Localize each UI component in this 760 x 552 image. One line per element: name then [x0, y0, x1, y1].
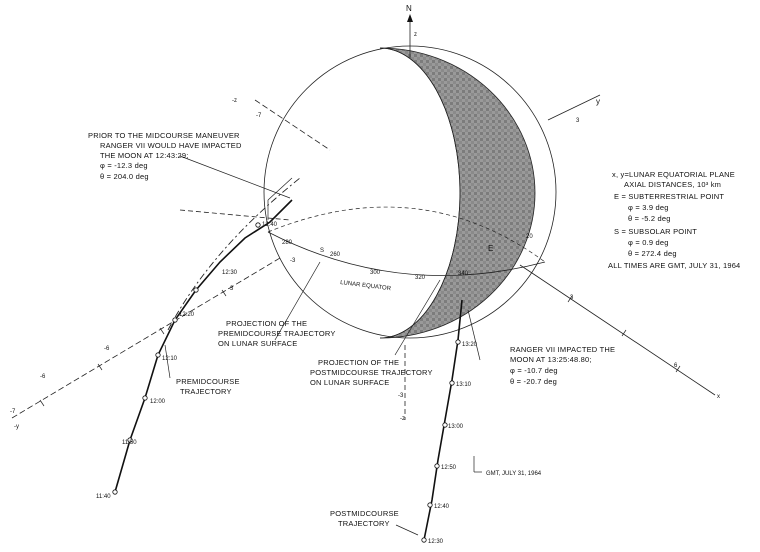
- x-tick-6: 6: [674, 363, 678, 369]
- note-projection-postmidcourse: PROJECTION OF THE POSTMIDCOURSE TRAJECTO…: [310, 358, 433, 387]
- lunar-equator-label: LUNAR EQUATOR: [340, 280, 392, 292]
- impact-theta: θ = -20.7 deg: [510, 377, 557, 386]
- legend-line-4: φ = 3.9 deg: [628, 203, 669, 212]
- impact-phi: φ = -10.7 deg: [510, 366, 558, 375]
- lunar-equator-front: [267, 231, 546, 276]
- y-axis-back: [254, 99, 331, 151]
- z-label: z: [414, 32, 417, 38]
- pre-time-1210: 12:10: [162, 356, 178, 362]
- subterrestrial-point-label: E: [488, 244, 493, 253]
- neg-z-label-bottom: -z: [400, 416, 405, 422]
- neg-z-tick-3: -3: [398, 393, 404, 399]
- legend-line-7: φ = 0.9 deg: [628, 238, 669, 247]
- legend-line-5: θ = -5.2 deg: [628, 214, 671, 223]
- post-time-1240: 12:40: [434, 504, 450, 510]
- x-label: x: [717, 394, 720, 400]
- post-time-1300: 13:00: [448, 424, 464, 430]
- note-projection-premidcourse: PROJECTION OF THE PREMIDCOURSE TRAJECTOR…: [218, 319, 336, 348]
- lon-260-label: 260: [330, 252, 341, 258]
- note-premidcourse-label: PREMIDCOURSE TRAJECTORY: [176, 377, 240, 396]
- neg-y-tick-6: -6: [40, 374, 46, 380]
- premid-line-1: PREMIDCOURSE: [176, 377, 240, 386]
- postmid-line-2: TRAJECTORY: [338, 519, 390, 528]
- lon-320-label: 320: [415, 275, 426, 281]
- legend-line-9: ALL TIMES ARE GMT, JULY 31, 1964: [608, 261, 740, 270]
- neg-y-tick-6b: -6: [104, 346, 110, 352]
- legend-line-8: θ = 272.4 deg: [628, 249, 677, 258]
- coordinate-axes: [11, 14, 716, 420]
- post-time-1320: 13:20: [462, 342, 478, 348]
- prior-line-2: RANGER VII WOULD HAVE IMPACTED: [100, 141, 242, 150]
- y-axis-line: [547, 94, 601, 121]
- moon-sphere: [263, 45, 557, 339]
- neg-3-bottom: -3: [290, 258, 296, 264]
- y-label: y: [596, 97, 600, 106]
- post-time-1230: 12:30: [428, 539, 444, 545]
- post-time-1310: 13:10: [456, 382, 472, 388]
- prior-phi: φ = -12.3 deg: [100, 161, 148, 170]
- premidcourse-trajectory: 11:40 11:50 12:00 12:10 12:20 12:30 12:4…: [96, 177, 301, 500]
- premidcourse-path: [114, 199, 293, 493]
- y-tick-3: 3: [576, 118, 580, 124]
- prior-line-1: PRIOR TO THE MIDCOURSE MANEUVER: [88, 131, 240, 140]
- post-time-1250: 12:50: [441, 465, 457, 471]
- impact-line-2: MOON AT 13:25:48.80;: [510, 355, 592, 364]
- neg-y-axis-line: [11, 257, 281, 419]
- neg-y-tick-7: -7: [10, 409, 16, 415]
- x-tick-3: 3: [570, 295, 574, 301]
- note-postmidcourse-label: POSTMIDCOURSE TRAJECTORY: [330, 509, 399, 528]
- north-label: N: [406, 4, 412, 13]
- pre-time-1220: 12:20: [179, 312, 195, 318]
- neg-7-top-label: -7: [256, 113, 262, 119]
- pre-time-1150: 11:50: [122, 440, 137, 446]
- pre-time-1200: 12:00: [150, 399, 166, 405]
- legend-line-6: S = SUBSOLAR POINT: [614, 227, 697, 236]
- pre-time-1140: 11:40: [96, 494, 111, 500]
- prior-theta: θ = 204.0 deg: [100, 172, 149, 181]
- legend-block: x, y=LUNAR EQUATORIAL PLANE AXIAL DISTAN…: [608, 170, 740, 270]
- legend-line-1: x, y=LUNAR EQUATORIAL PLANE: [612, 170, 735, 179]
- impact-line-1: RANGER VII IMPACTED THE: [510, 345, 615, 354]
- proj-pre-line-2: PREMIDCOURSE TRAJECTORY: [218, 329, 336, 338]
- lunar-equator-back: [267, 206, 546, 263]
- lon-20-label: 20: [526, 234, 533, 240]
- proj-post-line-3: ON LUNAR SURFACE: [310, 378, 389, 387]
- legend-line-3: E = SUBTERRESTRIAL POINT: [614, 192, 724, 201]
- postmidcourse-trajectory: 12:30 12:40 12:50 13:00 13:10 13:20: [421, 299, 478, 545]
- gmt-axis-label: GMT, JULY 31, 1964: [486, 471, 542, 477]
- lon-280-label: 280: [282, 240, 293, 246]
- pre-time-1230: 12:30: [222, 270, 238, 276]
- lon-340-label: 340: [458, 271, 469, 277]
- neg-y-tick-3: -3: [228, 286, 234, 292]
- note-prior-impact: PRIOR TO THE MIDCOURSE MANEUVER RANGER V…: [88, 131, 242, 181]
- postmid-line-1: POSTMIDCOURSE: [330, 509, 399, 518]
- premidcourse-dash-extension: [167, 177, 301, 331]
- proj-post-line-1: PROJECTION OF THE: [318, 358, 399, 367]
- x-axis-back: [179, 209, 291, 221]
- legend-line-2: AXIAL DISTANCES, 10³ km: [624, 180, 721, 189]
- proj-pre-line-3: ON LUNAR SURFACE: [218, 339, 297, 348]
- terminator-line: [379, 47, 461, 339]
- z-axis-arrowhead: [407, 14, 413, 22]
- premid-line-2: TRAJECTORY: [180, 387, 232, 396]
- axis-labels: N z -z -7 y 3 x 3 6 -y -7 -6 -3 -6 -3 -z…: [10, 4, 720, 430]
- prior-line-3: THE MOON AT 12:43:29;: [100, 151, 189, 160]
- leader-lines: [164, 155, 482, 536]
- x-axis-line: [519, 264, 716, 396]
- proj-pre-line-1: PROJECTION OF THE: [226, 319, 307, 328]
- subsolar-point-label: S: [320, 248, 324, 254]
- night-side-shading: [379, 47, 536, 339]
- lon-300-label: 300: [370, 270, 381, 276]
- note-impact: RANGER VII IMPACTED THE MOON AT 13:25:48…: [510, 345, 615, 386]
- neg-z-label-top: -z: [232, 98, 237, 104]
- pre-time-1240: 12:40: [262, 222, 278, 228]
- neg-y-label: -y: [14, 424, 19, 430]
- proj-post-line-2: POSTMIDCOURSE TRAJECTORY: [310, 368, 433, 377]
